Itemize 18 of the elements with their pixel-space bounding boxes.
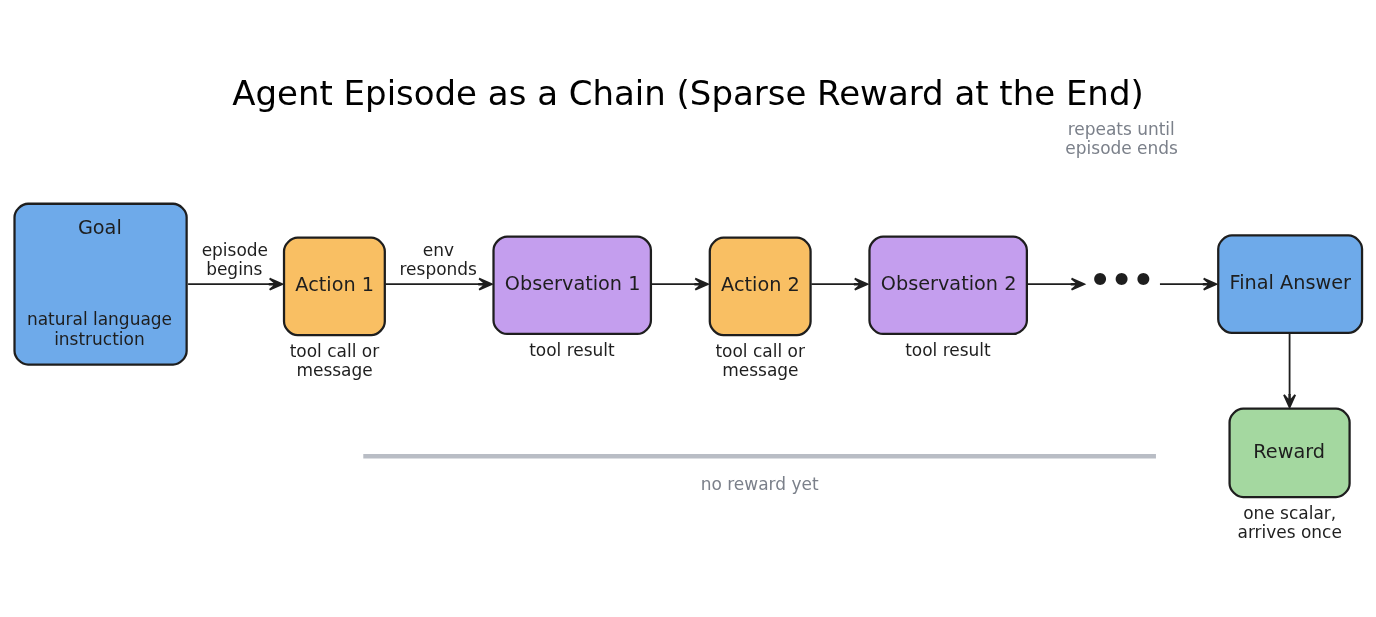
label: repeats until episode ends <box>1065 118 1178 158</box>
node-label: tool call or message <box>289 340 380 380</box>
arrow <box>1283 333 1297 409</box>
node-label: tool result <box>905 339 991 360</box>
arrow <box>810 277 869 291</box>
edge-label: env responds <box>399 239 477 280</box>
arrow <box>1026 277 1085 291</box>
node-label: tool result <box>529 339 615 360</box>
diagram-title: Agent Episode as a Chain (Sparse Reward at the End) <box>232 73 1144 114</box>
label: no reward yet <box>700 474 819 495</box>
arrow <box>384 277 493 291</box>
node-text: ••• <box>1089 260 1155 301</box>
arrow <box>187 277 284 291</box>
node-label: one scalar, arrives once <box>1237 502 1342 542</box>
node-label: tool call or message <box>715 340 805 380</box>
edge-label: episode begins <box>201 239 268 280</box>
arrow <box>1159 277 1218 291</box>
arrow <box>650 277 709 291</box>
